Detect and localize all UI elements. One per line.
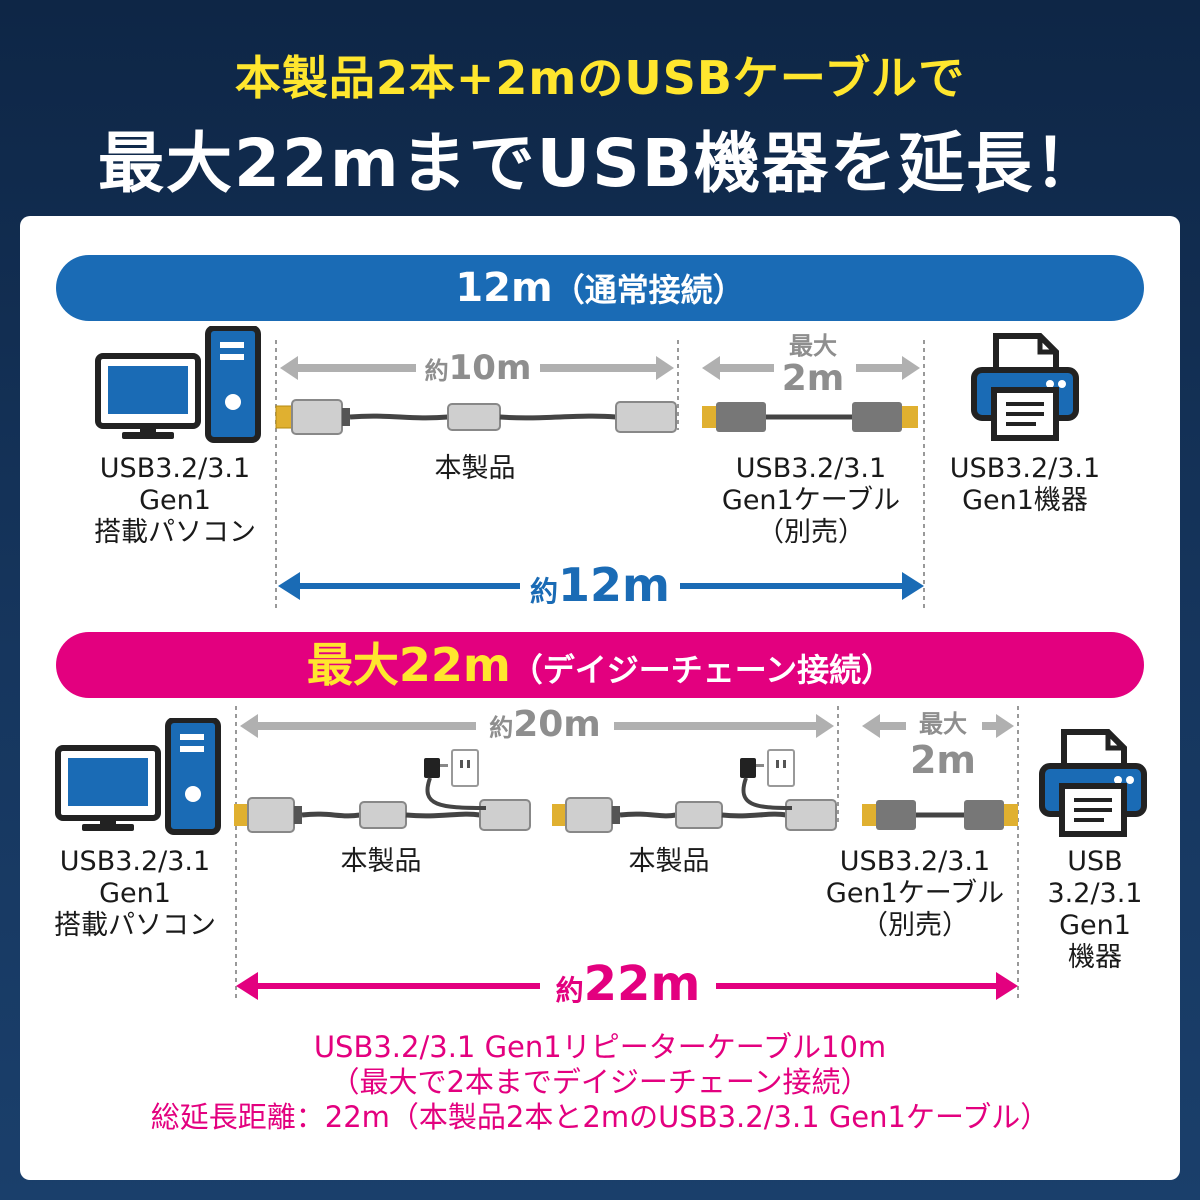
device-label-daisy-line3: Gen1	[1059, 910, 1131, 941]
distance-total-normal-value: 12m	[558, 558, 670, 612]
headline-line2: 最大22mまでUSB機器を延長！	[97, 125, 1103, 202]
printer-icon	[971, 333, 1079, 441]
banner-daisy-sub: （デイジーチェーン接続）	[510, 651, 894, 689]
cable-label-normal: USB3.2/3.1 Gen1ケーブル （別売）	[706, 453, 916, 549]
device-label-normal-line2: Gen1機器	[962, 485, 1088, 516]
repeater-cable-normal	[275, 399, 918, 435]
computer-icon	[55, 718, 221, 835]
banner-daisy-value: 22m	[398, 638, 511, 692]
pc-label-normal-line1: USB3.2/3.1	[99, 453, 251, 484]
footer-line-1: USB3.2/3.1 Gen1リピーターケーブル10m	[313, 1030, 887, 1064]
footer-line-3: 総延長距離：22m（本製品2本と2mのUSB3.2/3.1 Gen1ケーブル）	[150, 1100, 1050, 1134]
device-label-daisy-line1: USB	[1067, 846, 1123, 877]
gray-arrows-normal	[280, 356, 920, 380]
printer-icon	[1039, 729, 1147, 837]
distance-product-normal-value: 10m	[448, 348, 532, 388]
product-label-normal: 本製品	[434, 453, 516, 484]
banner-daisy: 最大22m（デイジーチェーン接続）	[56, 632, 1144, 698]
product-label-daisy-1: 本製品	[340, 846, 422, 877]
distance-total-daisy: 約22m	[540, 956, 716, 1012]
computer-icon	[95, 326, 261, 443]
banner-normal-sub: （通常接続）	[552, 271, 745, 309]
cable-label-normal-line2: Gen1ケーブル	[721, 485, 901, 516]
product-label-daisy-2: 本製品	[628, 846, 710, 877]
device-label-daisy-line4: 機器	[1068, 942, 1122, 973]
device-label-daisy: USB 3.2/3.1 Gen1 機器	[1030, 846, 1160, 974]
device-label-daisy-line2: 3.2/3.1	[1047, 878, 1143, 909]
guide-lines-normal	[275, 340, 925, 610]
pc-label-daisy-line2: Gen1	[99, 878, 171, 909]
distance-cable-normal-value: 2m	[781, 358, 845, 399]
distance-total-normal: 約12m	[520, 558, 680, 612]
repeater-cable-daisy	[234, 749, 1018, 833]
footer-note: USB3.2/3.1 Gen1リピーターケーブル10m （最大で2本までデイジー…	[40, 1030, 1160, 1135]
cable-label-daisy: USB3.2/3.1 Gen1ケーブル （別売）	[810, 846, 1020, 942]
pc-label-normal-line3: 搭載パソコン	[94, 517, 256, 548]
pc-label-normal: USB3.2/3.1 Gen1 搭載パソコン	[80, 453, 270, 549]
distance-cable-daisy-value: 2m	[909, 738, 977, 782]
device-label-normal: USB3.2/3.1 Gen1機器	[930, 453, 1120, 517]
banner-normal-main: 12m	[455, 265, 553, 311]
gray-arrows-daisy	[240, 714, 1014, 738]
total-arrow-daisy	[236, 972, 1018, 1000]
distance-product-normal: 約10m	[416, 348, 540, 388]
distance-cable-normal-top: 最大	[789, 332, 837, 360]
cable-label-daisy-line2: Gen1ケーブル	[825, 878, 1005, 909]
distance-total-daisy-prefix: 約	[555, 974, 584, 1007]
pc-label-daisy-line3: 搭載パソコン	[54, 910, 216, 941]
banner-daisy-prefix: 最大	[306, 638, 399, 692]
device-label-normal-line1: USB3.2/3.1	[949, 453, 1101, 484]
pc-label-daisy: USB3.2/3.1 Gen1 搭載パソコン	[40, 846, 230, 942]
headline-line1: 本製品2本+2mのUSBケーブルで	[234, 51, 966, 105]
pc-label-daisy-line1: USB3.2/3.1	[59, 846, 211, 877]
guide-lines-daisy	[235, 706, 1019, 1002]
distance-total-normal-prefix: 約	[530, 575, 559, 608]
cable-label-daisy-line1: USB3.2/3.1	[839, 846, 991, 877]
distance-total-daisy-value: 22m	[583, 956, 701, 1012]
distance-cable-daisy-top: 最大	[919, 710, 967, 738]
pc-label-normal-line2: Gen1	[139, 485, 211, 516]
footer-line-2: （最大で2本までデイジーチェーン接続）	[330, 1065, 870, 1099]
distance-product-daisy: 約20m	[476, 704, 614, 745]
banner-normal: 12m（通常接続）	[56, 255, 1144, 321]
cable-label-daisy-line3: （別売）	[861, 910, 969, 941]
distance-product-normal-prefix: 約	[424, 357, 449, 385]
distance-product-daisy-prefix: 約	[489, 714, 514, 742]
total-arrow-normal	[278, 572, 924, 600]
cable-label-normal-line3: （別売）	[757, 517, 865, 548]
distance-product-daisy-value: 20m	[513, 704, 601, 745]
cable-label-normal-line1: USB3.2/3.1	[735, 453, 887, 484]
